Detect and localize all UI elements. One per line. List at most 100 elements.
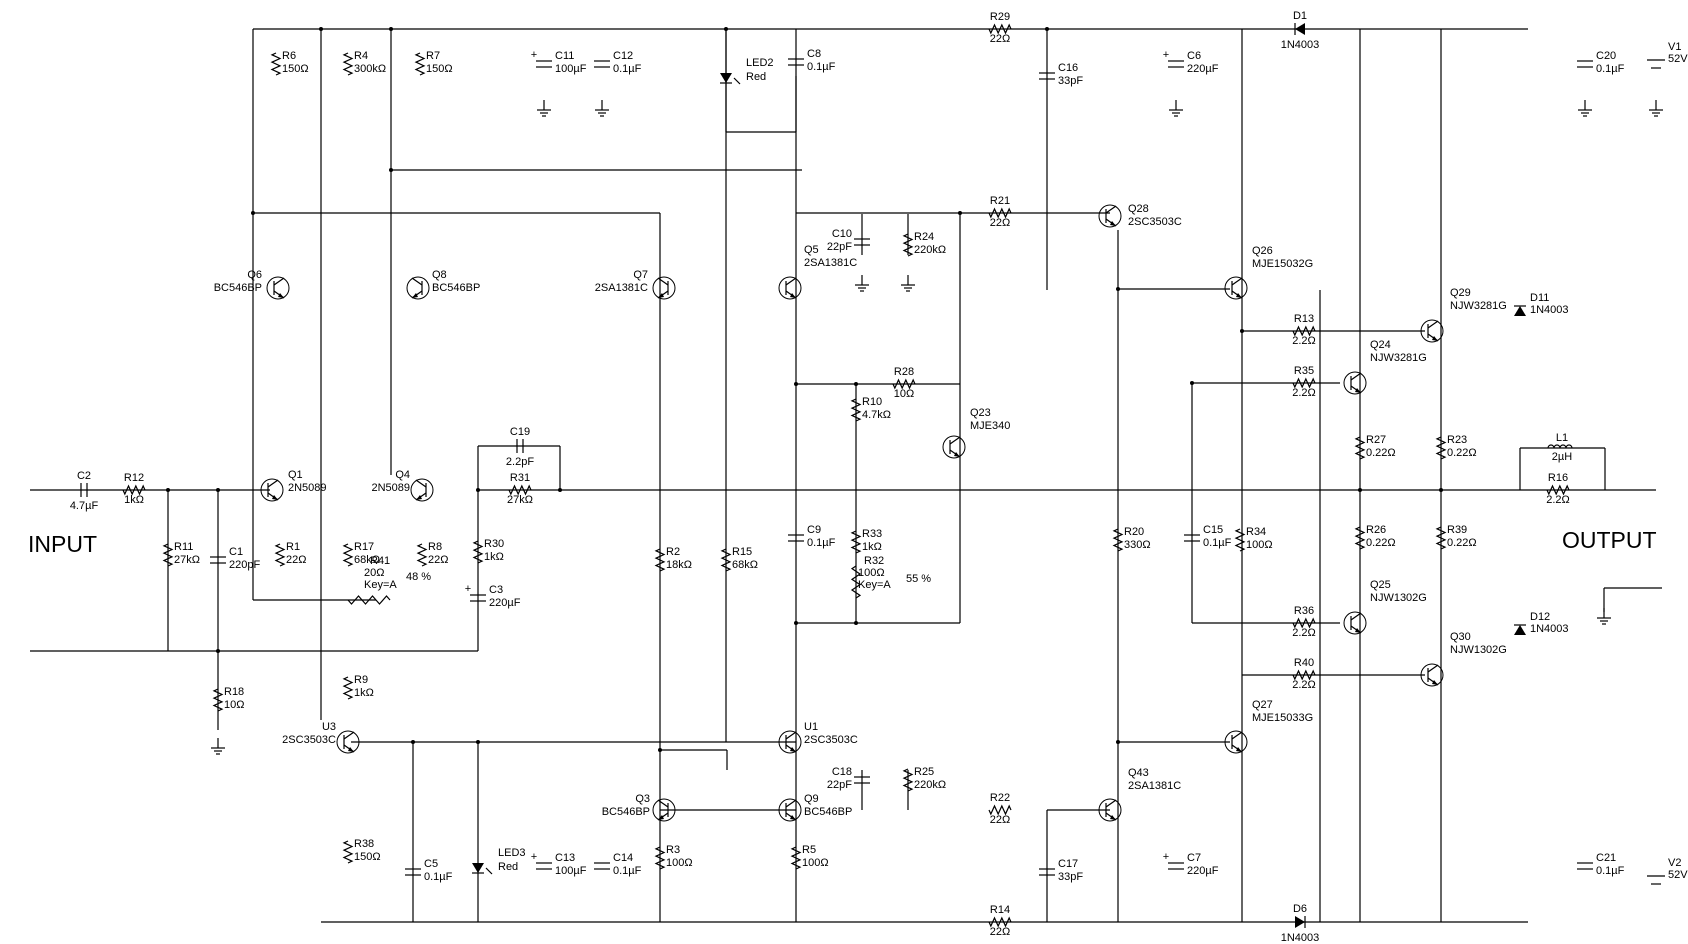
value: 22Ω <box>990 814 1010 826</box>
emitter-arrow <box>272 495 278 500</box>
body <box>778 730 802 754</box>
coil <box>1565 444 1573 449</box>
ref: R25 <box>914 766 934 778</box>
zigzag <box>988 804 1012 816</box>
ref: Q7 <box>633 269 648 281</box>
ref: R11 <box>174 541 193 553</box>
polarity: + <box>1163 49 1169 61</box>
collector <box>343 731 355 740</box>
zigzag <box>720 548 732 572</box>
emitter-arrow <box>1110 221 1116 226</box>
value: 0.22Ω <box>1447 447 1477 459</box>
collector <box>785 731 797 740</box>
capacitor-C9: C90.1µF <box>788 524 836 549</box>
body <box>1420 663 1444 687</box>
body <box>1224 276 1248 300</box>
ref: L1 <box>1556 432 1568 444</box>
ref: C10 <box>832 228 852 240</box>
body <box>336 730 360 754</box>
ref: R10 <box>862 396 882 408</box>
ref: Q5 <box>804 244 819 256</box>
ground-icon <box>1169 100 1183 117</box>
ref: C1 <box>229 546 243 558</box>
value: 0.22Ω <box>1366 537 1396 549</box>
body <box>778 798 802 822</box>
pot-percent-R41: 48 % <box>406 571 431 583</box>
ref: R21 <box>990 195 1010 207</box>
zigzag <box>1292 669 1316 681</box>
ref: C18 <box>832 766 852 778</box>
value: 100Ω <box>666 857 693 869</box>
zigzag <box>1292 617 1316 629</box>
body <box>652 798 676 822</box>
emitter-arrow <box>1110 815 1116 820</box>
part: 2SA1381C <box>804 257 857 269</box>
part: BC546BP <box>602 806 650 818</box>
ref: R17 <box>354 541 374 553</box>
junction-dot <box>476 740 480 744</box>
body <box>410 478 434 502</box>
collector <box>1350 372 1362 381</box>
part: 2SC3503C <box>1128 216 1182 228</box>
emitter-arrow <box>790 815 796 820</box>
ref: R33 <box>862 528 882 540</box>
wires <box>30 27 1662 923</box>
ref: V1 <box>1668 41 1681 53</box>
ref: Q4 <box>395 469 410 481</box>
ref: R29 <box>990 11 1010 23</box>
emitter-arrow <box>790 293 796 298</box>
zigzag <box>1435 526 1447 550</box>
body <box>1224 730 1248 754</box>
part: MJE340 <box>970 420 1010 432</box>
collector <box>657 277 669 286</box>
value: 1kΩ <box>124 494 144 506</box>
ref: R8 <box>428 541 442 553</box>
value: 150Ω <box>354 851 381 863</box>
emitter-arrow <box>1432 336 1438 341</box>
junction-dot <box>854 382 858 386</box>
zigzag <box>274 543 286 567</box>
value: 0.1µF <box>807 537 836 549</box>
junction-dot <box>958 211 962 215</box>
value: 52V <box>1668 53 1688 65</box>
zigzag <box>988 916 1012 928</box>
capacitor-C5: C50.1µF <box>405 858 453 883</box>
capacitor-C2: C24.7µF <box>70 470 99 512</box>
ref: C6 <box>1187 50 1201 62</box>
ref: R35 <box>1294 365 1314 377</box>
junction-dot <box>1240 329 1244 333</box>
junction-dot <box>389 27 393 31</box>
value: 0.1µF <box>1596 63 1625 75</box>
value: 300kΩ <box>354 63 386 75</box>
ref: R39 <box>1447 524 1467 536</box>
emitter-arrow <box>1432 680 1438 685</box>
ref: R40 <box>1294 657 1314 669</box>
ref: R27 <box>1366 434 1386 446</box>
zigzag <box>1234 528 1246 552</box>
ref: R13 <box>1294 313 1314 325</box>
ground-icon <box>1597 608 1611 625</box>
ground-icon <box>595 100 609 117</box>
value: 33pF <box>1058 75 1083 87</box>
